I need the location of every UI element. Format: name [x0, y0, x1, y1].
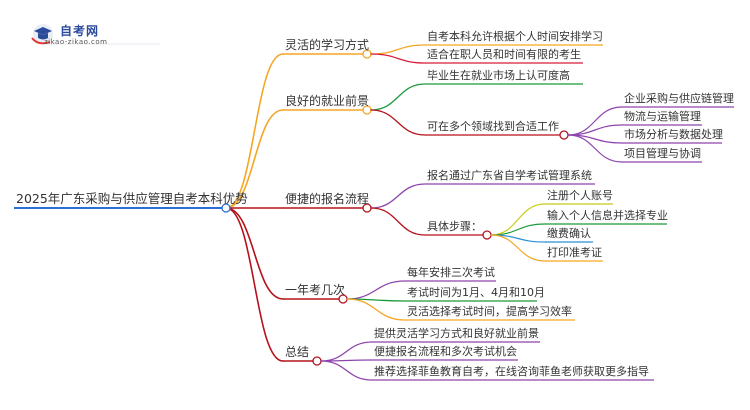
detail-connector: [567, 134, 623, 163]
subtopic: 自考本科允许根据个人时间安排学习: [427, 30, 603, 43]
subtopic-connector: [370, 83, 426, 111]
subtopic: 便捷报名流程和多次考试机会: [374, 345, 517, 358]
detail-item: 企业采购与供应链管理: [624, 92, 734, 105]
branch-connector: [225, 53, 284, 209]
subtopic: 推荐选择菲鱼教育自考，在线咨询菲鱼老师获取更多指导: [374, 365, 649, 378]
subtopic: 每年安排三次考试: [407, 266, 495, 279]
subtopic: 可在多个领域找到合适工作: [427, 120, 559, 133]
zikao-logo: [31, 24, 160, 45]
detail-item: 物流与运输管理: [624, 110, 701, 123]
branch-topic: 良好的就业前景: [285, 94, 370, 108]
branch-connector: [225, 207, 284, 362]
graduation-cap-icon: [34, 27, 52, 35]
subtopic-connector: [370, 207, 426, 236]
subtopic: 提供灵活学习方式和良好就业前景: [374, 327, 539, 340]
logo-swoosh: [31, 37, 51, 45]
detail-connector: [490, 203, 546, 236]
subtopic-connector: [346, 280, 406, 300]
branch-connector: [225, 207, 284, 300]
subtopic-connector: [370, 183, 426, 209]
root-topic: 2025年广东采购与供应管理自考本科优势: [16, 190, 248, 206]
branch-topic: 便捷的报名流程: [285, 192, 370, 206]
detail-item: 注册个人账号: [547, 189, 613, 202]
detail-connector: [567, 106, 623, 136]
logo-title: 自考网: [60, 24, 100, 38]
subtopic: 毕业生在就业市场上认可度高: [427, 69, 570, 82]
subtopic-connector: [320, 360, 373, 381]
subtopic-connector: [370, 53, 426, 64]
detail-item: 项目管理与协调: [624, 147, 701, 160]
cap-base: [38, 33, 48, 40]
subtopic-connector: [320, 341, 373, 362]
detail-item: 输入个人信息并选择专业: [547, 209, 668, 222]
subtopic: 适合在职人员和时间有限的考生: [427, 48, 581, 61]
detail-connector: [490, 234, 546, 262]
branch-topic: 灵活的学习方式: [285, 38, 370, 52]
logo-url: zikao-zikao.com: [44, 38, 108, 46]
subtopic-node: [482, 230, 492, 240]
subtopic-connector: [370, 109, 426, 136]
subtopic: 灵活选择考试时间，提高学习效率: [407, 305, 572, 318]
detail-item: 缴费确认: [547, 227, 591, 240]
subtopic: 具体步骤：: [427, 220, 482, 233]
subtopic-connector: [346, 298, 406, 321]
branch-topic: 总结: [285, 345, 310, 359]
branch-node: [312, 356, 322, 366]
detail-item: 打印准考证: [547, 246, 602, 259]
subtopic: 报名通过广东省自学考试管理系统: [427, 169, 592, 182]
subtopic: 考试时间为1月、4月和10月: [407, 286, 545, 299]
subtopic-node: [559, 130, 569, 140]
detail-item: 市场分析与数据处理: [624, 128, 723, 141]
branch-connector: [225, 109, 284, 209]
root-node: [221, 203, 231, 213]
branch-topic: 一年考几次: [285, 283, 346, 297]
subtopic-connector: [370, 44, 426, 55]
